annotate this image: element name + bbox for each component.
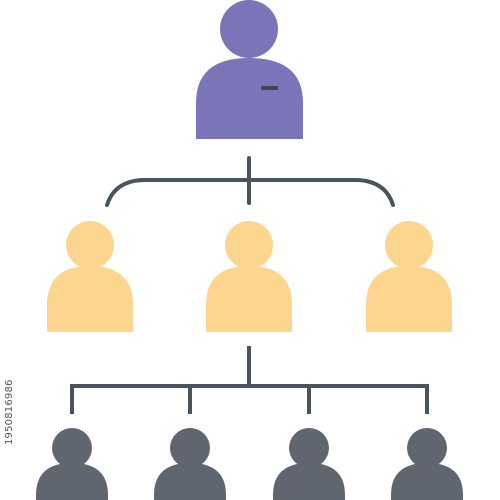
staff-body (36, 463, 108, 500)
staff-head (52, 428, 92, 468)
staff-head (170, 428, 210, 468)
staff-person-icon (36, 428, 108, 500)
staff-head (289, 428, 329, 468)
leader-person-icon (196, 0, 303, 139)
manager-head (225, 221, 273, 269)
manager-person-icon (206, 221, 292, 332)
staff-person-icon (154, 428, 226, 500)
manager-person-icon (47, 221, 133, 332)
manager-head (385, 221, 433, 269)
leader-head (220, 0, 278, 58)
staff-head (407, 428, 447, 468)
image-id-label: 1950816986 (4, 379, 16, 446)
staff-person-icon (391, 428, 463, 500)
manager-person-icon (366, 221, 452, 332)
manager-body (206, 266, 292, 332)
staff-person-icon (273, 428, 345, 500)
manager-body (47, 266, 133, 332)
leader-to-managers-connector (105, 156, 395, 207)
manager-body (366, 266, 452, 332)
staff-body (391, 463, 463, 500)
staff-body (154, 463, 226, 500)
managers-to-staff-connector (70, 346, 429, 414)
leader-body (196, 58, 303, 139)
staff-body (273, 463, 345, 500)
leader-badge (261, 86, 278, 90)
image-id-text: 1950816986 (4, 379, 15, 445)
manager-head (66, 221, 114, 269)
